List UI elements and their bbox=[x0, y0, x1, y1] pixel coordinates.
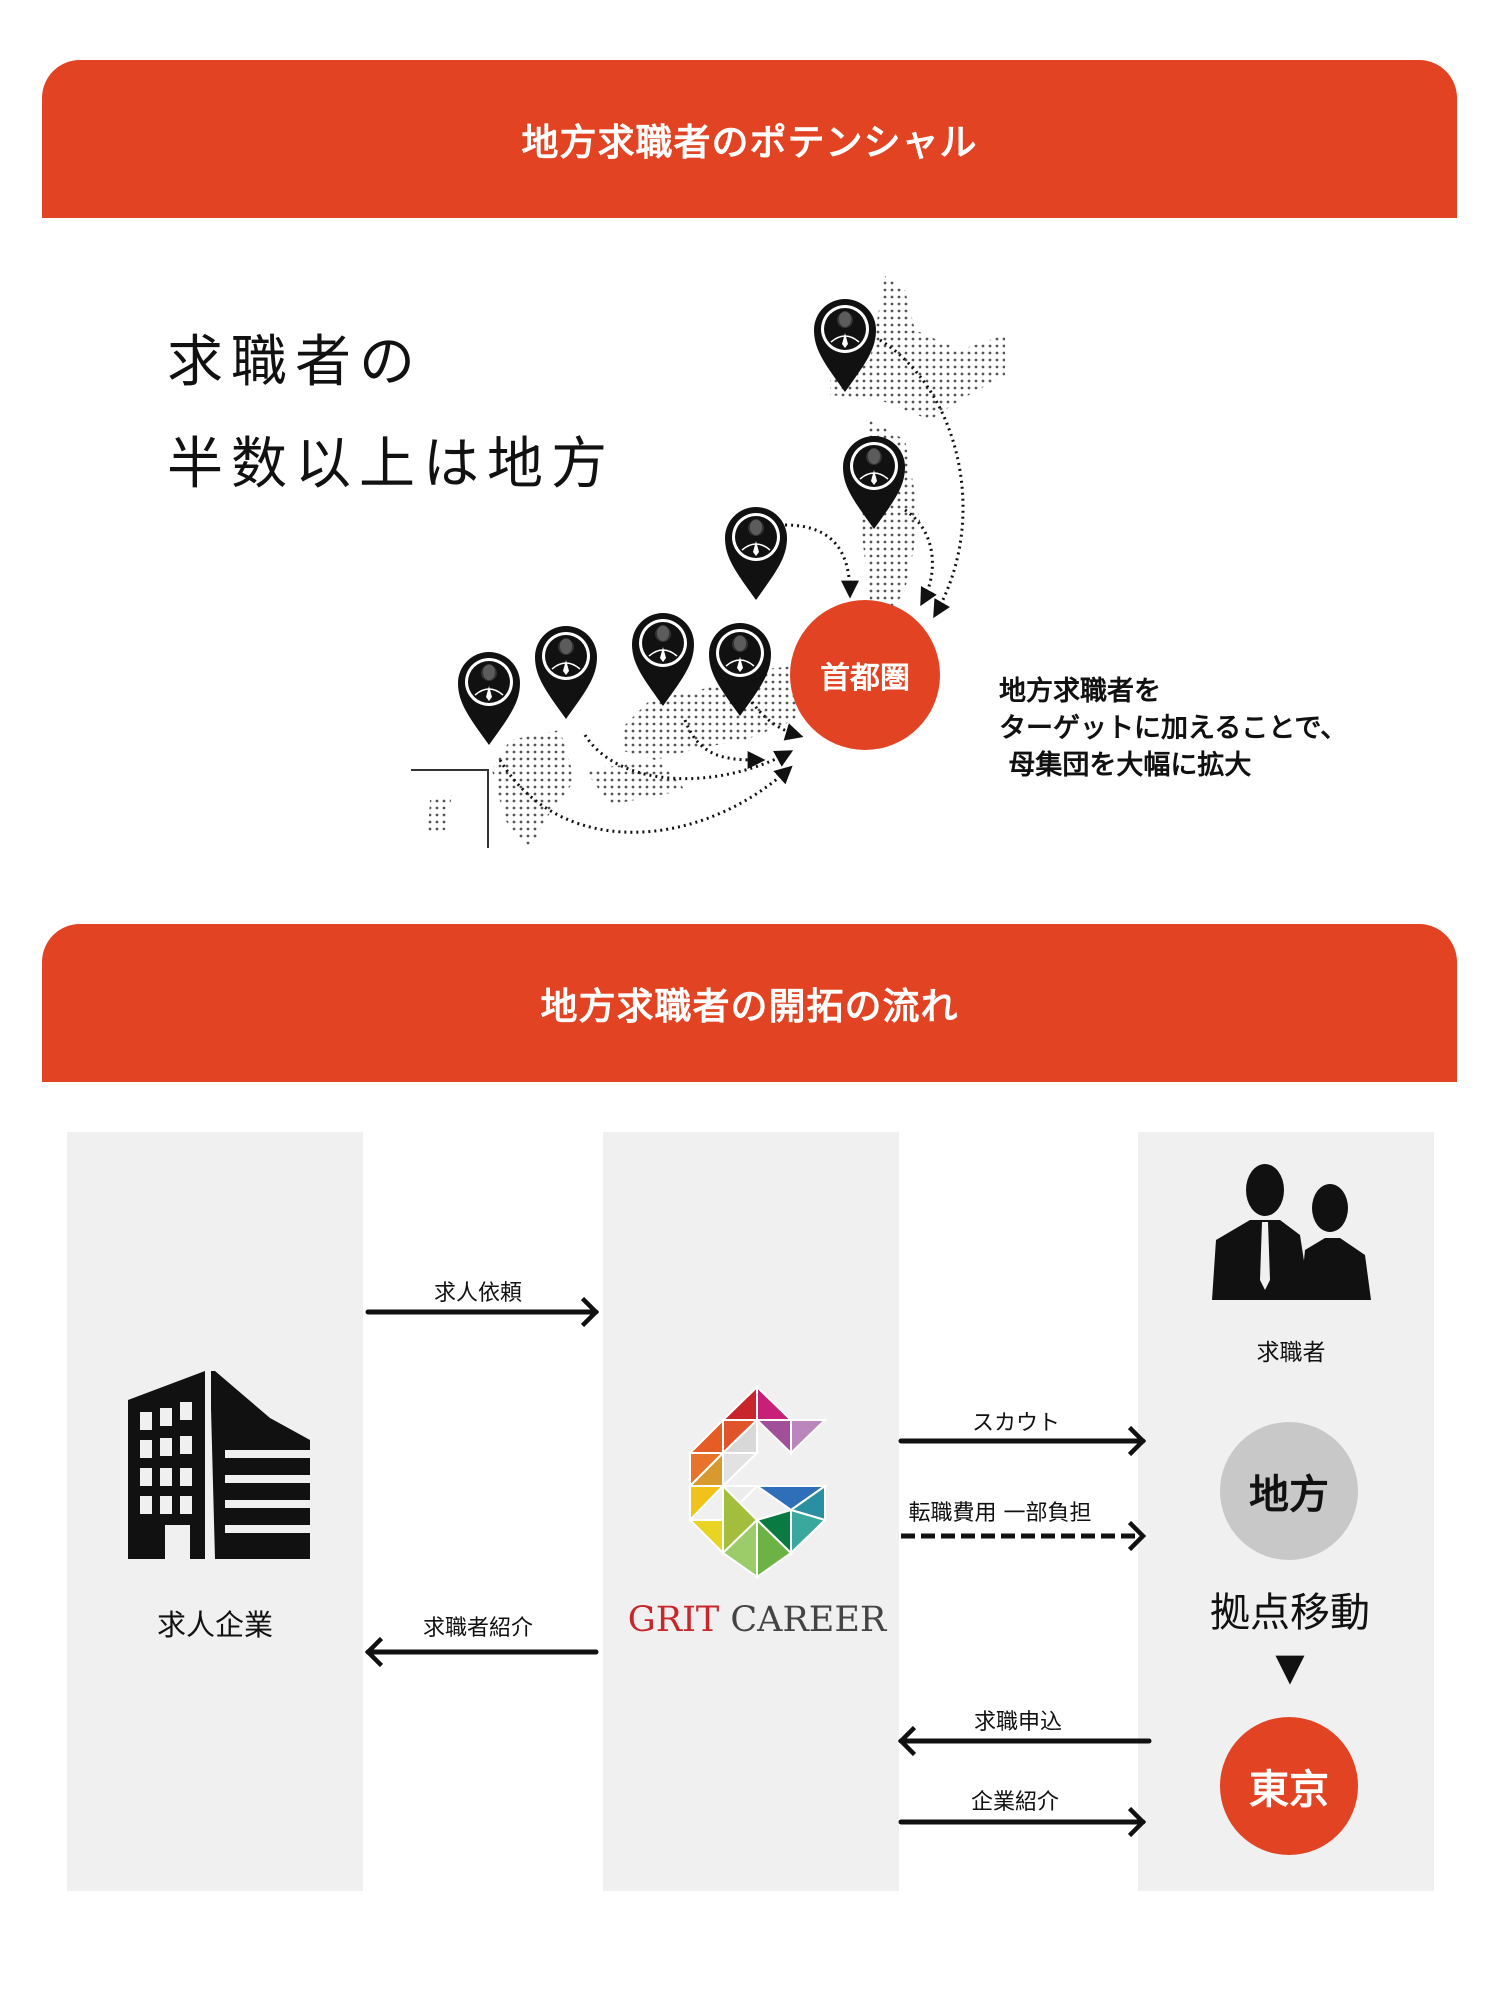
label-scout: スカウト bbox=[971, 1411, 1061, 1436]
section-header-flow: 地方求職者の開拓の流れ bbox=[42, 924, 1457, 1082]
label-cost-support: 転職費用 一部負担 bbox=[908, 1501, 1092, 1526]
building-icon bbox=[124, 1371, 310, 1559]
note-line2: ターゲットに加えることで、 bbox=[999, 713, 1348, 744]
relocate-label: 拠点移動 bbox=[1210, 1590, 1370, 1636]
label-job-request: 求人依頼 bbox=[433, 1281, 523, 1306]
hub-circle: 首都圏 bbox=[790, 600, 940, 750]
label-application: 求職申込 bbox=[973, 1710, 1063, 1735]
headline-line1: 求職者の bbox=[167, 330, 423, 395]
company-label: 求人企業 bbox=[156, 1608, 274, 1642]
section-header-potential: 地方求職者のポテンシャル bbox=[42, 60, 1457, 218]
job-seekers-silhouette-icon bbox=[1212, 1164, 1371, 1300]
down-arrow-icon: ▼ bbox=[1275, 1645, 1305, 1689]
flow-curves bbox=[498, 338, 965, 834]
note-line3: 母集団を大幅に拡大 bbox=[999, 750, 1252, 781]
logo-career: CAREER bbox=[730, 1600, 887, 1640]
agency-panel bbox=[603, 1132, 899, 1891]
grit-career-wordmark: GRIT CAREER bbox=[628, 1600, 886, 1640]
label-candidate-intro: 求職者紹介 bbox=[422, 1616, 534, 1641]
seeker-label: 求職者 bbox=[1256, 1340, 1326, 1366]
logo-grit: GRIT bbox=[627, 1600, 720, 1640]
tokyo-circle: 東京 bbox=[1220, 1717, 1358, 1855]
note-line1: 地方求職者を bbox=[999, 676, 1161, 707]
label-company-intro: 企業紹介 bbox=[970, 1790, 1060, 1815]
grit-career-g-logo bbox=[687, 1384, 829, 1579]
japan-map bbox=[411, 276, 1005, 850]
headline-line2: 半数以上は地方 bbox=[167, 432, 615, 497]
region-circle: 地方 bbox=[1220, 1422, 1358, 1560]
